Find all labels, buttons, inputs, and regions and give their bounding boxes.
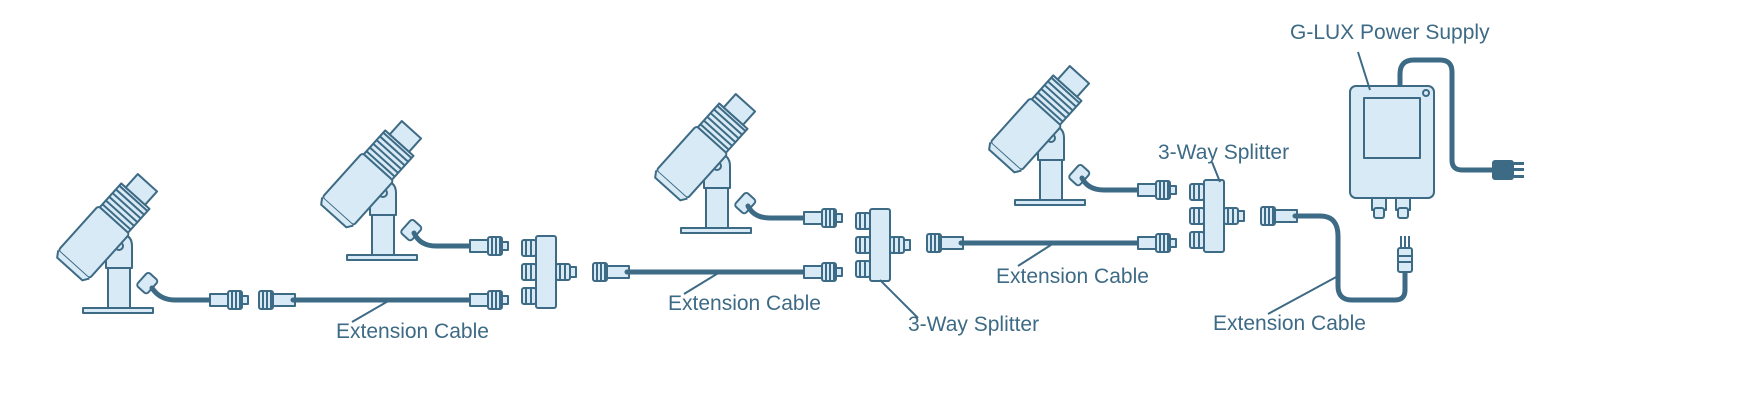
spotlight-2-icon (317, 114, 429, 262)
connector-icon (469, 236, 509, 256)
spotlight-2-lead (411, 230, 473, 249)
power-supply-label: G-LUX Power Supply (1290, 21, 1490, 44)
connector-icon (803, 208, 843, 228)
splitter-2-icon (855, 208, 911, 282)
splitter-3-icon (1189, 179, 1245, 253)
extension-cable-4 (1292, 213, 1408, 303)
female-connector-icon (258, 290, 296, 310)
leader-line (1211, 161, 1221, 183)
splitter-right-label: 3-Way Splitter (1158, 141, 1290, 164)
connector-icon (209, 290, 249, 310)
female-connector-icon (592, 262, 630, 282)
connector-icon (1137, 180, 1177, 200)
connector-icon (469, 290, 509, 310)
spotlight-1-icon (53, 167, 165, 314)
leader-line (1017, 242, 1055, 267)
leader-line (1267, 275, 1339, 315)
spotlight-1-lead (149, 285, 213, 303)
spotlight-3-lead (745, 203, 807, 221)
female-connector-icon (1260, 206, 1298, 226)
leader-line (879, 279, 919, 319)
spotlight-4-lead (1079, 175, 1141, 193)
power-supply-icon (1349, 57, 1498, 219)
extension-cable-2-label: Extension Cable (668, 292, 821, 315)
psu-input-plug-icon (1397, 236, 1413, 273)
plug-icon (1492, 160, 1524, 180)
leader-line (351, 299, 391, 323)
spotlight-4-icon (985, 59, 1097, 207)
splitter-1-icon (521, 235, 577, 309)
extension-cable-3-label: Extension Cable (996, 265, 1149, 288)
female-connector-icon (926, 233, 964, 253)
splitter-middle-label: 3-Way Splitter (908, 313, 1040, 336)
leader-line (1357, 51, 1371, 91)
connector-icon (1137, 233, 1177, 253)
connector-icon (803, 262, 843, 282)
extension-cable-1-label: Extension Cable (336, 320, 489, 343)
spotlight-3-icon (651, 87, 763, 235)
extension-cable-4-label: Extension Cable (1213, 312, 1366, 335)
leader-line (683, 271, 721, 295)
